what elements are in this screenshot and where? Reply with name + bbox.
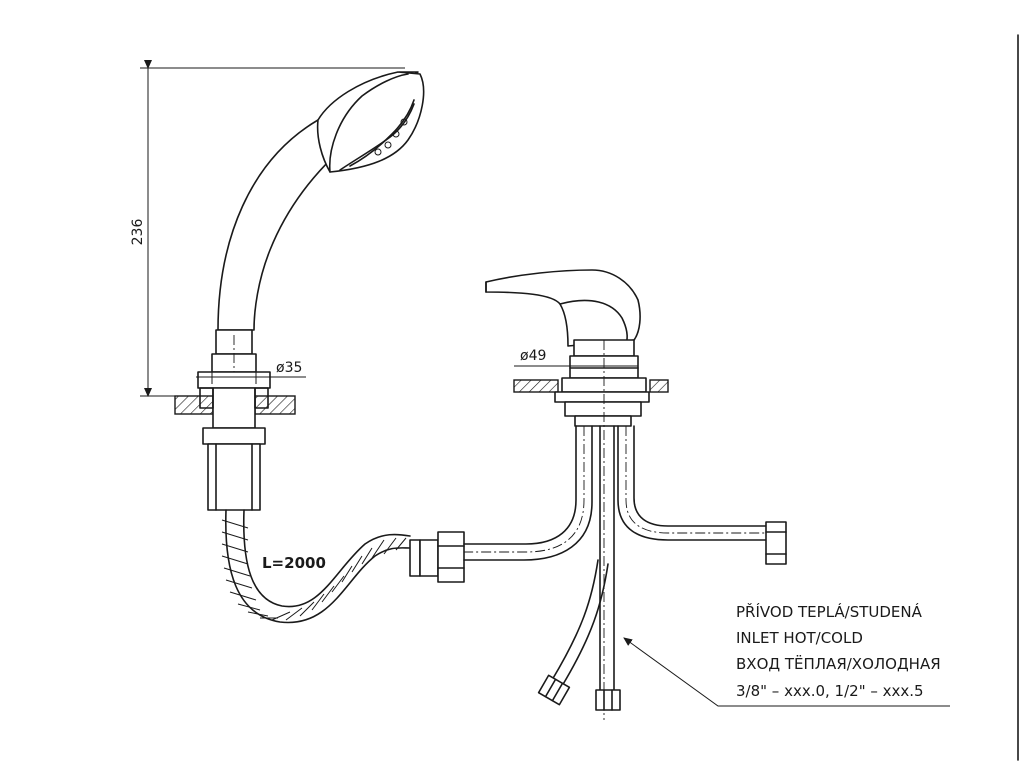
flexible-hose: L=2000 — [221, 509, 411, 624]
diameter-35-label: ø35 — [276, 360, 302, 376]
inlet-note: PŘÍVOD TEPLÁ/STUDENÁ INLET HOT/COLD ВХОД… — [736, 602, 941, 700]
mixer-faucet — [485, 269, 669, 720]
diameter-49-dimension: ø49 — [514, 348, 638, 374]
inlet-note-line3: ВХОД ТЁПЛАЯ/ХОЛОДНАЯ — [736, 654, 941, 673]
inlet-leader — [623, 637, 950, 707]
hose-length-label: L=2000 — [262, 554, 326, 572]
height-dimension: 236 — [130, 60, 405, 397]
diameter-35-dimension: ø35 — [196, 360, 306, 384]
supply-pipes — [463, 425, 787, 711]
diameter-49-label: ø49 — [520, 348, 546, 364]
hose-coupling — [409, 531, 465, 583]
height-label: 236 — [130, 219, 146, 246]
inlet-note-line4: 3/8" – xxx.0, 1/2" – xxx.5 — [736, 682, 924, 700]
hand-shower-mount — [174, 371, 296, 511]
hand-shower — [211, 71, 425, 500]
inlet-note-line2: INLET HOT/COLD — [736, 629, 863, 647]
inlet-note-line1: PŘÍVOD TEPLÁ/STUDENÁ — [736, 602, 923, 621]
